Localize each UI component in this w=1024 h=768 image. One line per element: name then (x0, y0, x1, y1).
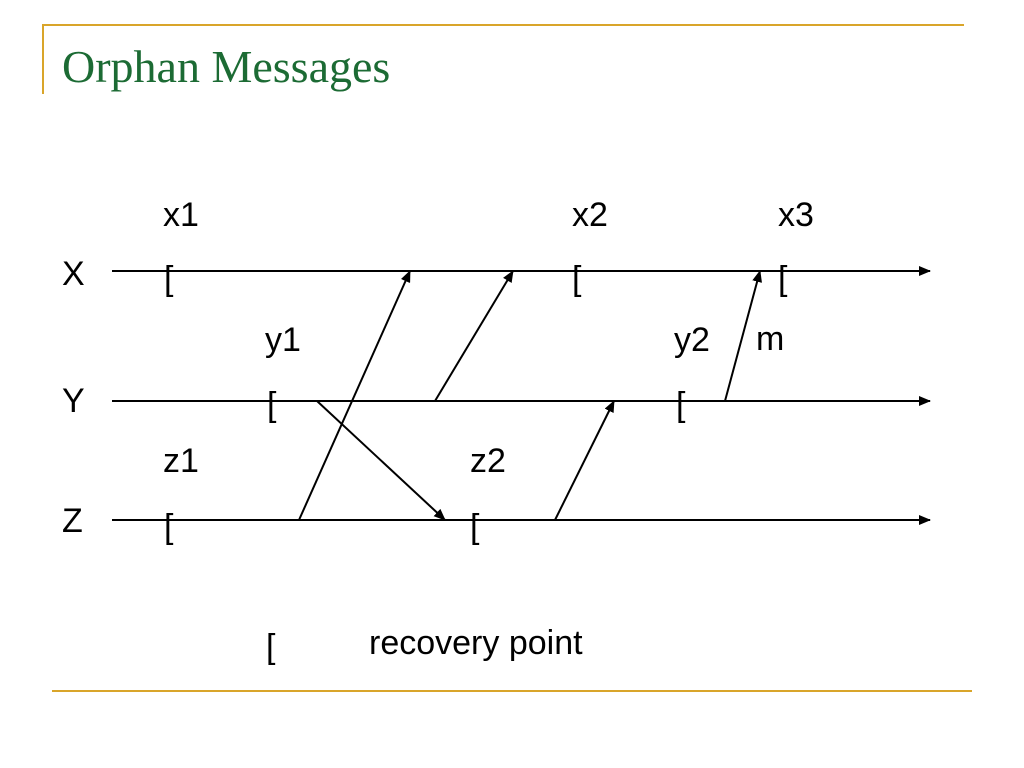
left-rule (42, 24, 44, 94)
message-arrow-z-to-x (298, 270, 411, 521)
checkpoint-label-z1: z1 (163, 442, 199, 480)
bottom-rule (52, 690, 972, 692)
checkpoint-bracket-z1: [ (164, 508, 174, 546)
legend-bracket-symbol: [ (266, 628, 276, 666)
checkpoint-bracket-x2: [ (572, 260, 582, 298)
checkpoint-label-z2: z2 (470, 442, 506, 480)
checkpoint-bracket-x1: [ (164, 260, 174, 298)
message-arrow-y-to-z (316, 400, 446, 521)
checkpoint-bracket-y2: [ (676, 386, 686, 424)
message-arrow-m (724, 270, 762, 402)
checkpoint-label-y2: y2 (674, 321, 710, 359)
checkpoint-bracket-z2: [ (470, 508, 480, 546)
message-arrow-z-to-y (554, 400, 615, 521)
checkpoint-bracket-y1: [ (267, 386, 277, 424)
process-label-x: X (62, 255, 85, 293)
message-label-m: m (756, 320, 784, 358)
process-label-z: Z (62, 502, 83, 540)
checkpoint-label-x1: x1 (163, 196, 199, 234)
legend-text: recovery point (369, 624, 583, 662)
top-rule (42, 24, 964, 26)
slide-title: Orphan Messages (62, 41, 391, 92)
checkpoint-label-y1: y1 (265, 321, 301, 359)
checkpoint-label-x3: x3 (778, 196, 814, 234)
message-arrow-y-to-x (434, 270, 514, 402)
checkpoint-label-x2: x2 (572, 196, 608, 234)
checkpoint-bracket-x3: [ (778, 260, 788, 298)
process-label-y: Y (62, 382, 85, 420)
